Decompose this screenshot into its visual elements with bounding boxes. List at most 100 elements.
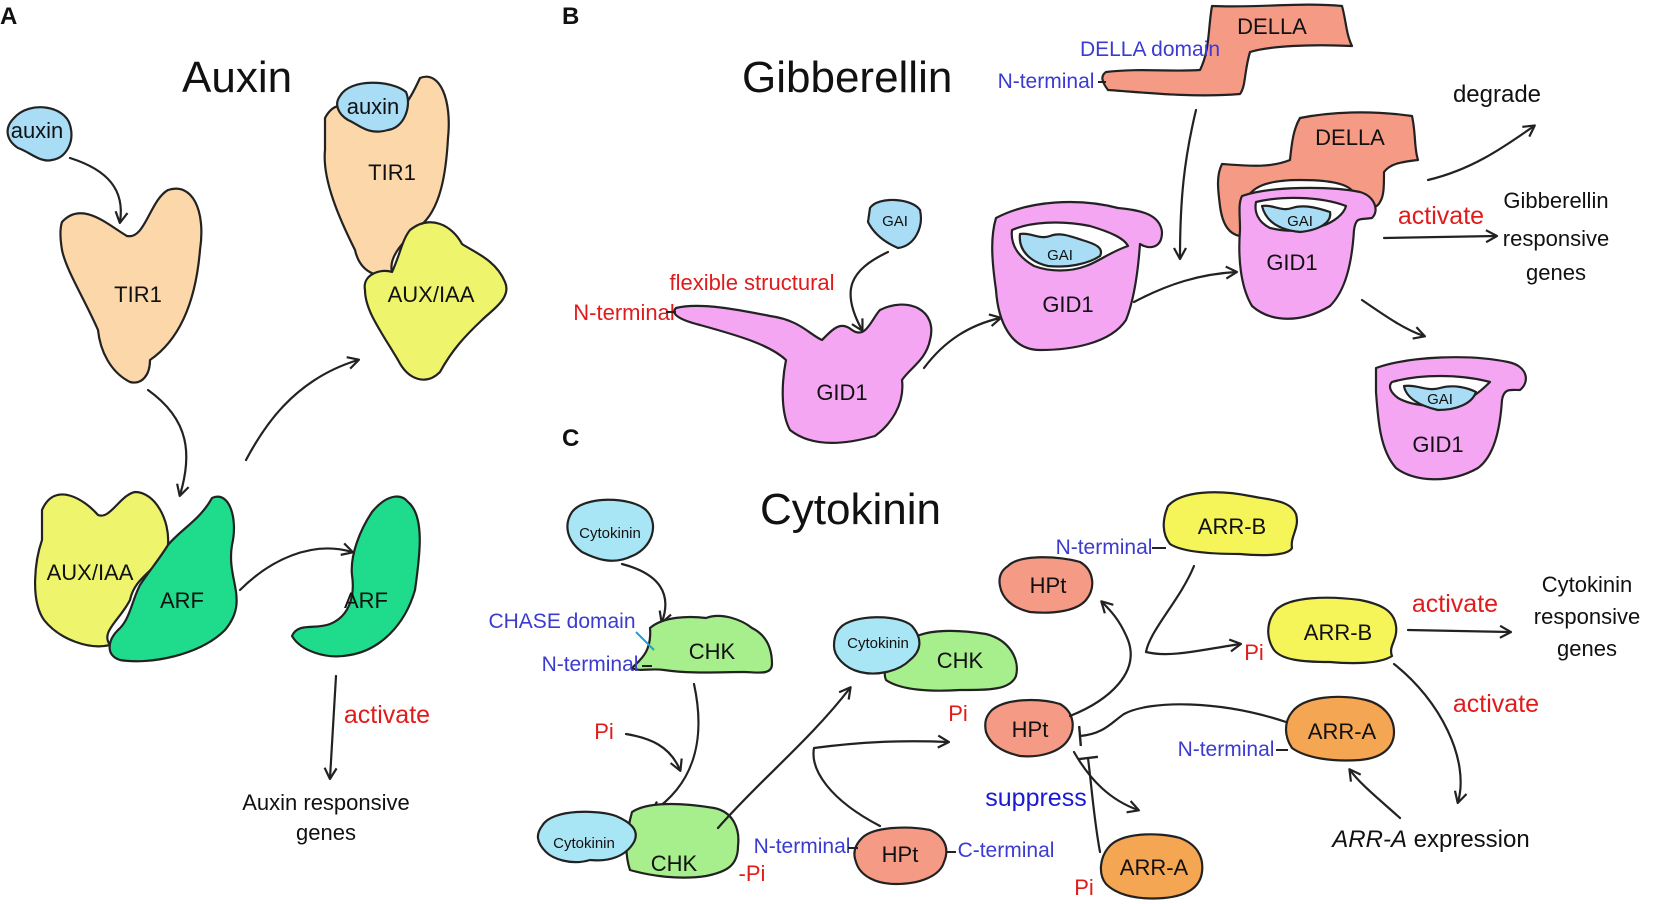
gid1-label-gai-bound: GID1 <box>1042 292 1093 317</box>
arr-b-protein-phospho <box>1267 596 1398 665</box>
degrade-label: degrade <box>1453 81 1541 108</box>
pi-label-input: Pi <box>594 719 614 744</box>
arrow-gai-to-gid1 <box>849 250 890 332</box>
gid1-n-terminal-label: N-terminal <box>573 300 674 325</box>
gai-molecule-free <box>866 198 922 250</box>
pi-label-hpt: Pi <box>948 701 968 726</box>
gai-molecule-bound-3 <box>1402 384 1478 412</box>
panel-label-a: A <box>0 3 17 30</box>
tir1-protein <box>59 187 203 384</box>
gai-molecule-bound-2 <box>1260 204 1332 234</box>
arrow-auxin-to-tir1 <box>68 156 129 225</box>
arrow-chk-to-cytokinin-chk <box>716 686 852 830</box>
della-domain-label: DELLA domain <box>1080 38 1220 61</box>
auxin-responsive-line1: Auxin responsive <box>242 790 410 815</box>
arrow-arr-b-to-phospho <box>1144 564 1243 656</box>
arr-b-label-phospho: ARR-B <box>1304 620 1372 645</box>
della-label-free: DELLA <box>1237 14 1307 39</box>
hpt-label-phospho: HPt <box>1012 717 1049 742</box>
aux-iaa-label-released: AUX/IAA <box>388 282 475 307</box>
arrow-complex-to-free-arf <box>238 542 355 592</box>
chk-n-terminal-label: N-terminal <box>542 653 639 676</box>
cytokinin-molecule-phospho <box>536 810 637 864</box>
arr-a-expression-word: expression <box>1407 826 1530 853</box>
gibberellin-responsive-line2: responsive <box>1503 226 1609 251</box>
gai-molecule-bound-1 <box>1018 232 1103 268</box>
hpt-protein-top <box>998 556 1094 614</box>
arrow-complex-to-tir1-auxiaa <box>244 356 361 462</box>
arrow-pi-to-chk <box>624 732 683 773</box>
hpt-c-terminal-label: C-terminal <box>958 839 1055 862</box>
cytokinin-molecule-free <box>566 498 655 562</box>
hpt-label-bottom: HPt <box>882 842 919 867</box>
arrow-expression-to-arr-a <box>1348 768 1402 820</box>
chk-label-free: CHK <box>689 639 736 664</box>
cytokinin-title: Cytokinin <box>760 485 941 534</box>
cytokinin-activate-label-1: activate <box>1412 590 1498 618</box>
hpt-label-top: HPt <box>1030 573 1067 598</box>
panel-label-c: C <box>562 425 579 452</box>
arr-a-expression-gene: ARR-A <box>1330 826 1407 853</box>
arr-a-n-terminal-label: N-terminal <box>1178 738 1275 761</box>
chase-domain-line <box>635 631 655 651</box>
della-label-bound: DELLA <box>1315 125 1385 150</box>
gid1-label-della-complex: GID1 <box>1266 250 1317 275</box>
auxin-responsive-line2: genes <box>296 820 356 845</box>
arr-a-label-phospho: ARR-A <box>1120 855 1189 880</box>
arrow-to-cytokinin-genes <box>1406 624 1513 639</box>
arrow-cytokinin-to-chk <box>620 562 672 625</box>
gai-label-bound-2: GAI <box>1287 213 1313 230</box>
auxin-molecule-bound <box>336 81 410 133</box>
cytokinin-responsive-line1: Cytokinin <box>1542 572 1632 597</box>
arr-a-protein-right <box>1284 695 1396 762</box>
hpt-protein-phospho <box>984 698 1074 758</box>
cytokinin-molecule-middle <box>832 616 921 675</box>
chase-domain-label: CHASE domain <box>488 610 635 633</box>
arr-b-label-top: ARR-B <box>1198 514 1266 539</box>
gid1-label-unbound: GID1 <box>816 380 867 405</box>
arf-protein-free <box>290 495 421 658</box>
cytokinin-activate-label-2: activate <box>1453 690 1539 718</box>
arrow-complex-to-released-gid1 <box>1360 298 1427 340</box>
arrow-chk-to-phosphorylated <box>650 682 700 814</box>
arr-b-n-terminal-label: N-terminal <box>1056 536 1153 559</box>
hpt-protein-bottom <box>853 826 948 886</box>
della-protein-free <box>1101 3 1354 97</box>
chk-protein-free <box>630 614 774 674</box>
tir1-label-bound: TIR1 <box>368 160 416 185</box>
gibberellin-responsive-line1: Gibberellin <box>1503 188 1608 213</box>
aux-iaa-label-bound: AUX/IAA <box>47 560 134 585</box>
aux-iaa-protein-released <box>363 221 508 381</box>
gid1-label-released: GID1 <box>1412 432 1463 457</box>
arr-a-expression-label: ARR-A expression <box>1330 826 1529 853</box>
arrow-phospho-hpt-to-hpt <box>1068 600 1132 718</box>
inhibit-arr-a-to-hpt <box>1077 703 1288 747</box>
tir1-label: TIR1 <box>114 282 162 307</box>
gai-label-bound-1: GAI <box>1047 247 1073 264</box>
cytokinin-responsive-line3: genes <box>1557 636 1617 661</box>
arr-a-protein-phospho <box>1099 833 1204 900</box>
cytokinin-label-middle: Cytokinin <box>847 635 909 652</box>
della-n-terminal-label: N-terminal <box>998 70 1095 93</box>
suppress-label: suppress <box>985 784 1086 812</box>
pi-label-arr-b: Pi <box>1244 640 1264 665</box>
arf-label-bound: ARF <box>160 588 204 613</box>
arrow-hpt-to-arr-a-phospho <box>1072 750 1141 814</box>
arrow-arf-to-genes <box>323 674 338 781</box>
arrow-to-gibberellin-genes <box>1382 229 1499 244</box>
gibberellin-responsive-line3: genes <box>1526 260 1586 285</box>
chk-protein-phospho <box>625 802 740 879</box>
cytokinin-responsive-line2: responsive <box>1534 604 1640 629</box>
cytokinin-label-phospho: Cytokinin <box>553 835 615 852</box>
auxin-activate-label: activate <box>344 701 430 729</box>
arrow-della-to-degrade <box>1426 124 1536 182</box>
arrow-gid1-gai-to-della-complex <box>1132 265 1239 304</box>
arrow-arr-b-to-arr-a-expression <box>1392 662 1468 805</box>
inhibit-arr-a-phospho-to-hpt <box>1077 755 1102 854</box>
pi-label-arr-a: Pi <box>1074 875 1094 900</box>
chk-label-phospho: CHK <box>651 851 698 876</box>
auxin-title: Auxin <box>182 53 292 102</box>
flexible-structural-label: flexible structural <box>669 270 834 295</box>
arrow-gid1-to-gai-bound <box>922 313 1003 370</box>
